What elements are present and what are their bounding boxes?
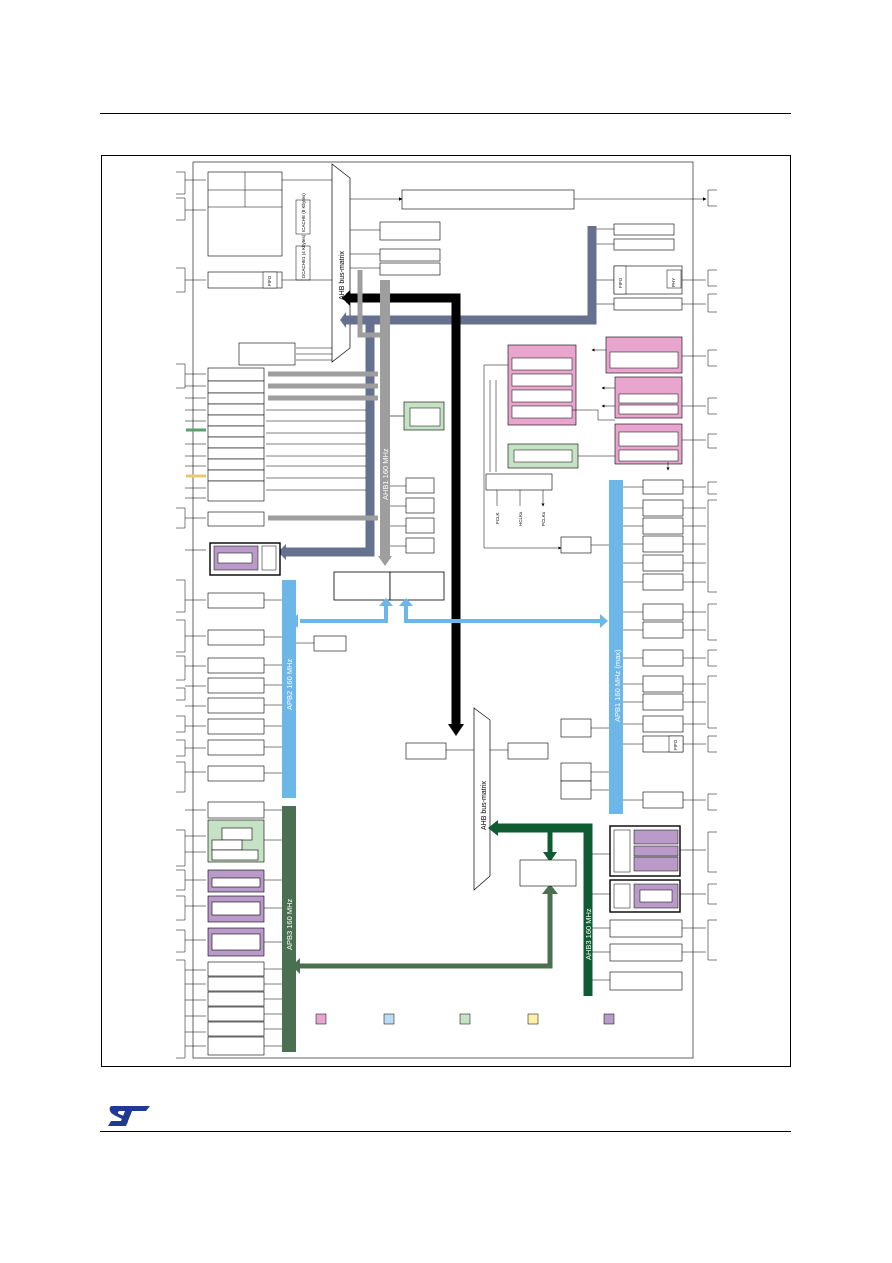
header-rule: [100, 113, 791, 114]
apb2-links: [264, 599, 314, 774]
fifo-label-3: FIFO: [673, 739, 678, 750]
apb1-peripherals: [642, 479, 684, 809]
clock-output-hclk: HCLKx: [518, 511, 523, 526]
phy-label: PHY: [671, 278, 676, 287]
fifo-label-1: FIFO: [267, 275, 272, 286]
ahb-apb-bridge-2: [389, 571, 445, 601]
apb3-links: [264, 809, 282, 1047]
apb3-bus-label: APB3 160 MHz: [285, 898, 294, 950]
ahb3-block-2: [609, 943, 683, 962]
ahb3-bridge-block: [519, 859, 577, 887]
ahb3-block-3: [609, 971, 683, 991]
dcache-label: DCACHE1 (4 Kbytes): [301, 234, 306, 278]
ahb3-bus-label: AHB3 160 MHz: [584, 908, 593, 960]
top-bus-matrix: [331, 163, 351, 363]
left-pin-arrows: [185, 179, 206, 1047]
apb1-links: [623, 486, 706, 801]
apb3-peripherals: [207, 801, 265, 1056]
legend-swatch-2: [383, 1013, 395, 1025]
dma-block: [405, 742, 447, 760]
top-long-block: [401, 189, 575, 210]
apb1-bus-label: APB1 160 MHz (max): [613, 649, 622, 722]
right-block-1: [613, 223, 675, 236]
bottom-bus-matrix-label: AHB bus-matrix: [481, 780, 488, 830]
apb1-left-blocks: [560, 536, 592, 800]
legend: [315, 1013, 615, 1025]
right-block-2: [613, 238, 675, 251]
legend-swatch-5: [603, 1013, 615, 1025]
apb2-peripherals: [207, 592, 347, 782]
sram-bottom-block: [507, 742, 549, 760]
cpu-block: [238, 342, 296, 366]
apb1-bus: [609, 480, 623, 814]
clock-output-pclk: PCLKx: [541, 511, 546, 526]
chip-boundary: [192, 161, 694, 1059]
slate-path-top: [346, 226, 597, 325]
legend-swatch-4: [527, 1013, 539, 1025]
footer-rule: [100, 1131, 791, 1132]
ahb-apb-bridge-1: [333, 571, 391, 601]
bottom-bus-matrix: [473, 707, 491, 891]
matrix-interconnect-path: [346, 293, 461, 728]
apb2-bus: [282, 580, 296, 798]
clock-output-fclk: FCLK: [495, 512, 500, 524]
ahb1-bus-label: AHB1 160 MHz: [381, 448, 390, 500]
ahb1-bus: [380, 280, 390, 556]
legend-swatch-3: [459, 1013, 471, 1025]
fifo-label-2: FIFO: [618, 277, 623, 288]
apb2-bus-label: APB2 160 MHz: [285, 658, 294, 710]
ahb1-gpio-links: [266, 409, 366, 491]
left-peripheral-column: [207, 367, 265, 527]
legend-swatch-1: [315, 1013, 327, 1025]
ahb1-peripheral-links: [268, 371, 378, 521]
left-pin-lines: [176, 171, 186, 1059]
clock-prescaler-block: [485, 473, 553, 491]
icache-block: [295, 199, 311, 235]
sram1-block: [379, 221, 441, 241]
figure-frame: [101, 155, 791, 1067]
sram2-block: [379, 248, 441, 262]
ahb1-small-blocks: [405, 477, 435, 554]
right-block-3: [613, 297, 683, 311]
apb3-bus: [282, 806, 296, 1052]
sram3-block: [379, 262, 441, 276]
ahb3-block-1: [609, 919, 683, 938]
right-pin-lines: [707, 189, 717, 961]
top-bus-matrix-label: AHB bus-matrix: [339, 250, 346, 300]
st-logo: [108, 1106, 150, 1126]
icache-label: ICACHE (8 Kbytes): [301, 193, 306, 232]
ahb3-bus: [494, 823, 593, 996]
